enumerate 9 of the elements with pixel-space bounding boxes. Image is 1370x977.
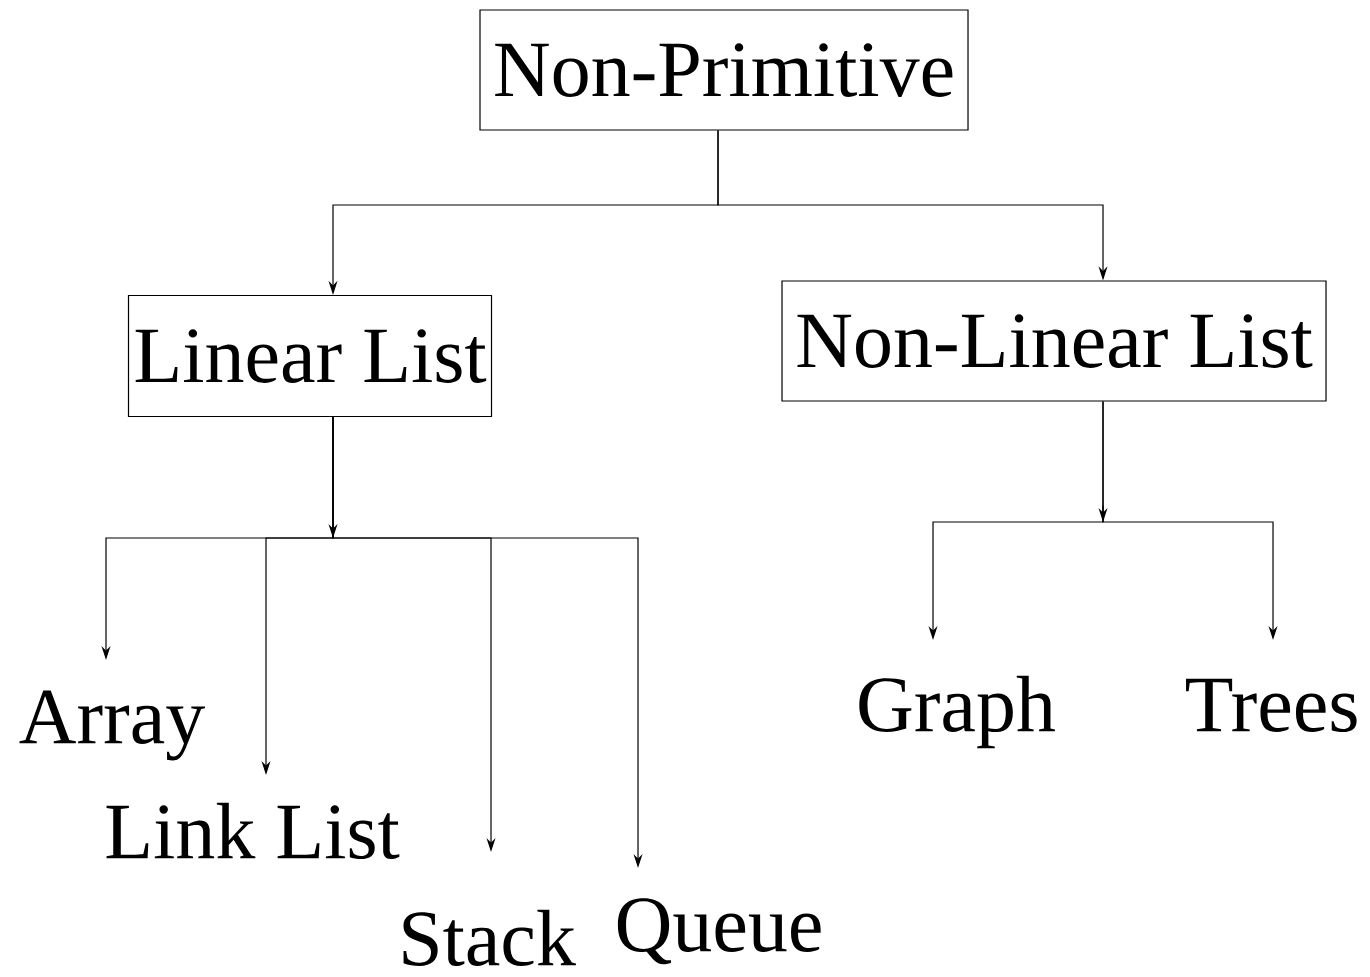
category-box: Linear List bbox=[127, 294, 493, 418]
item-label: Stack bbox=[403, 909, 576, 966]
item-label: Graph bbox=[859, 675, 1055, 749]
category-box: Non-Primitive bbox=[479, 9, 969, 131]
item-label: Queue bbox=[617, 898, 821, 965]
category-box: Non-Linear List bbox=[781, 280, 1327, 402]
item-label: Trees bbox=[1186, 678, 1357, 732]
item-label: Link List bbox=[106, 802, 400, 859]
item-label: Array bbox=[19, 690, 205, 761]
